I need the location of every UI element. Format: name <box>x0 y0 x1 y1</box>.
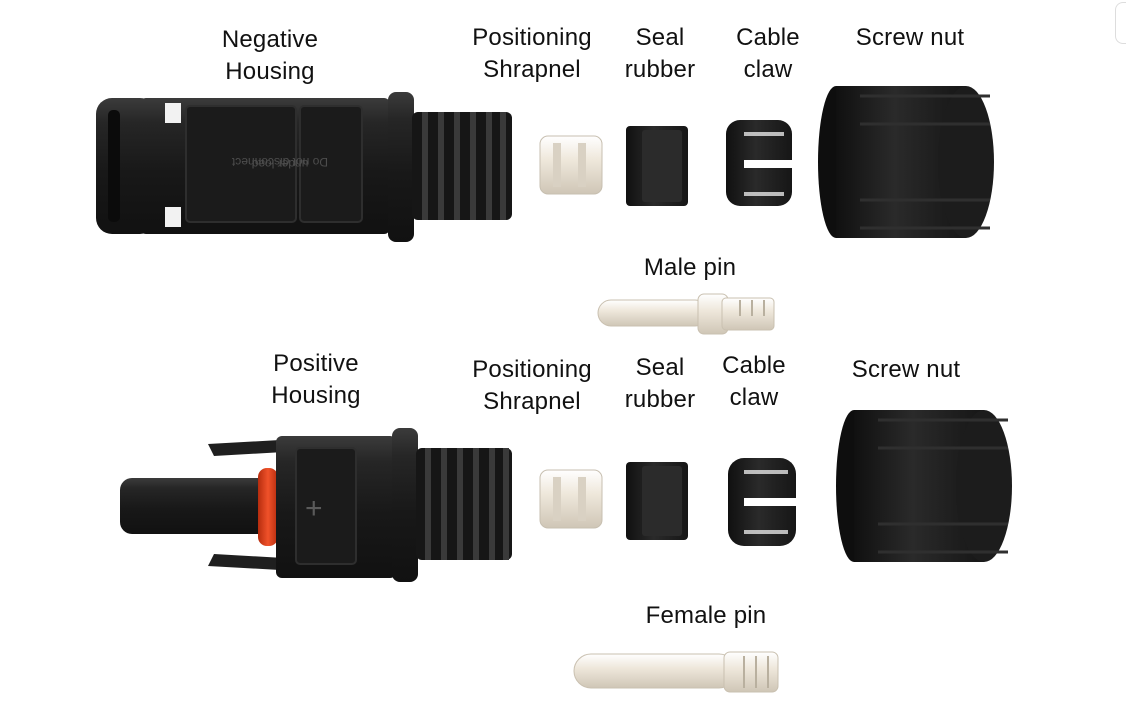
label-negative-housing-line1: Negative <box>221 26 319 53</box>
label-female-pin: Female pin <box>626 600 786 632</box>
label-positive-housing-line1: Positive <box>273 350 359 377</box>
label-screw-nut-top: Screw nut <box>840 22 980 54</box>
label-negative-housing: Negative Housing <box>200 24 340 88</box>
label-positive-housing: Positive Housing <box>246 348 386 412</box>
label-seal-rubber-bottom-line2: rubber <box>624 386 696 413</box>
cable-claw-icon <box>728 458 796 546</box>
positioning-shrapnel-icon <box>539 469 603 529</box>
positioning-shrapnel-icon <box>539 135 603 195</box>
seal-rubber-icon <box>626 462 688 540</box>
label-screw-nut-bottom-text: Screw nut <box>851 356 961 383</box>
label-screw-nut-top-text: Screw nut <box>855 24 965 51</box>
screw-nut-icon <box>836 410 1012 562</box>
label-cable-claw-top: Cable claw <box>720 22 816 86</box>
negative-housing-icon: under load Do not disconnect <box>96 92 512 242</box>
plus-mark-icon: + <box>305 492 323 525</box>
label-screw-nut-bottom: Screw nut <box>836 354 976 386</box>
label-positioning-shrapnel-top: Positioning Shrapnel <box>462 22 602 86</box>
label-male-pin: Male pin <box>630 252 750 284</box>
seal-rubber-icon <box>626 126 688 206</box>
screw-nut-icon <box>818 86 994 238</box>
engraving-line-1: under load <box>252 157 309 171</box>
corner-tab <box>1115 2 1126 44</box>
label-positioning-shrapnel-bottom-line2: Shrapnel <box>483 388 581 415</box>
label-cable-claw-top-line1: Cable <box>736 24 800 51</box>
label-seal-rubber-top-line2: rubber <box>624 56 696 83</box>
label-cable-claw-bottom-line2: claw <box>729 384 779 411</box>
label-seal-rubber-top-line1: Seal <box>635 24 685 51</box>
label-female-pin-text: Female pin <box>645 602 767 629</box>
female-pin-icon <box>573 651 779 693</box>
label-negative-housing-line2: Housing <box>225 58 315 85</box>
label-positive-housing-line2: Housing <box>271 382 361 409</box>
positive-housing-icon: + <box>120 428 512 582</box>
cable-claw-icon <box>726 120 792 206</box>
label-male-pin-text: Male pin <box>643 254 737 281</box>
label-cable-claw-bottom-line1: Cable <box>722 352 786 379</box>
label-positioning-shrapnel-top-line2: Shrapnel <box>483 56 581 83</box>
male-pin-icon <box>597 293 775 335</box>
label-seal-rubber-bottom-line1: Seal <box>635 354 685 381</box>
label-seal-rubber-top: Seal rubber <box>612 22 708 86</box>
label-positioning-shrapnel-bottom: Positioning Shrapnel <box>462 354 602 418</box>
label-seal-rubber-bottom: Seal rubber <box>612 352 708 416</box>
label-positioning-shrapnel-top-line1: Positioning <box>472 24 592 51</box>
label-positioning-shrapnel-bottom-line1: Positioning <box>472 356 592 383</box>
engraving-line-2: Do not disconnect <box>231 155 328 169</box>
label-cable-claw-bottom: Cable claw <box>706 350 802 414</box>
label-cable-claw-top-line2: claw <box>743 56 793 83</box>
